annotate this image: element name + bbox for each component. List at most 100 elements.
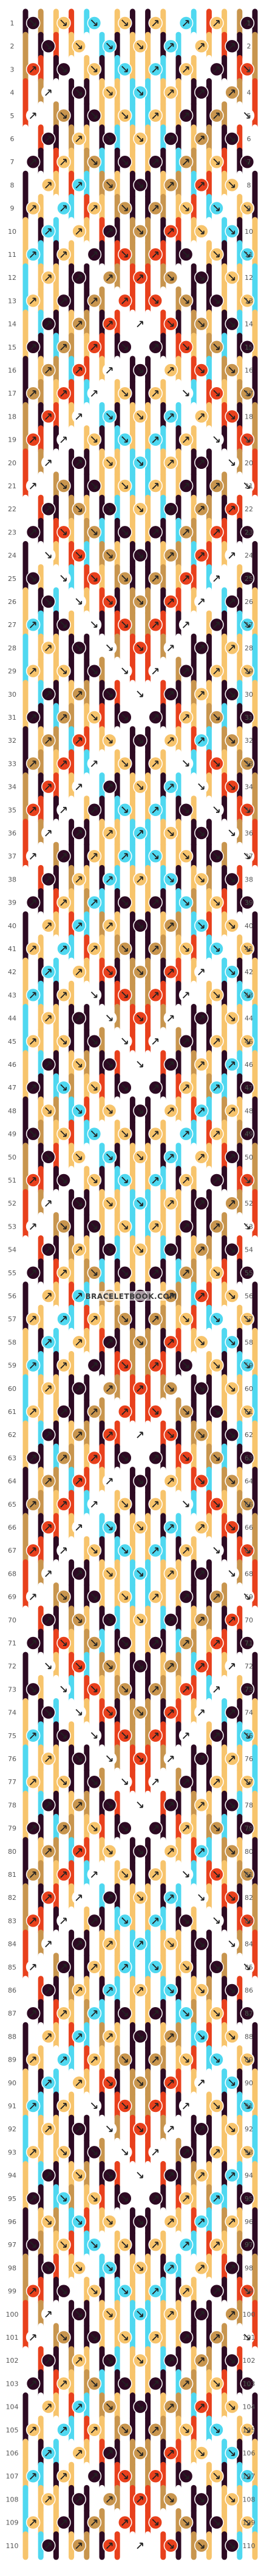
knot-arrow-icon [228, 599, 236, 605]
knot-arrow-icon [75, 1015, 83, 1022]
knot-arrow-icon [60, 1084, 67, 1091]
knot-arrow-icon [106, 1432, 113, 1438]
knot-arrow-icon [75, 459, 83, 466]
knot-arrow-icon [198, 1848, 205, 1855]
knot-arrow-icon [198, 459, 205, 466]
row-number: 33 [8, 760, 16, 768]
knot-arrow-icon [228, 2125, 236, 2133]
knot-arrow-icon [121, 621, 128, 628]
row-numbers-left: 1234567891011121314151617181920212223242… [6, 19, 19, 2550]
knot-arrow-icon [228, 1894, 236, 1901]
knot-arrow-icon [213, 575, 220, 582]
knot-arrow-icon [45, 1154, 52, 1160]
row-number: 63 [245, 1454, 253, 1462]
knot-arrow-icon [45, 830, 52, 837]
knot-arrow-icon [45, 1802, 52, 1809]
knot-arrow-icon [45, 645, 52, 652]
row-number: 73 [8, 1685, 16, 1693]
knot-arrow-icon [213, 529, 220, 536]
knot-arrow-icon [90, 1917, 98, 1925]
knot-arrow-icon [152, 1686, 159, 1693]
knot-arrow-icon [75, 830, 83, 837]
knot-arrow-icon [213, 991, 220, 998]
knot-arrow-icon [60, 1917, 67, 1925]
knot-arrow-icon [198, 922, 205, 929]
row-number: 86 [8, 1987, 16, 1994]
knot-arrow-icon [182, 1269, 189, 1276]
knot-arrow-icon [198, 1477, 205, 1484]
knot-arrow-icon [152, 1871, 159, 1878]
knot-arrow-icon [90, 158, 98, 165]
knot-arrow-icon [75, 783, 83, 791]
knot-arrow-icon [228, 645, 236, 652]
knot-arrow-icon [106, 598, 113, 605]
row-number: 68 [245, 1570, 253, 1578]
row-number: 103 [6, 2380, 19, 2388]
knot-arrow-icon [228, 875, 236, 883]
knot-arrow-icon [60, 1455, 67, 1462]
knot-arrow-icon [182, 2010, 189, 2017]
knot-arrow-icon [60, 19, 67, 26]
knot-arrow-icon [152, 1038, 159, 1045]
knot-arrow-icon [137, 1524, 143, 1530]
knot-arrow-icon [75, 2171, 83, 2179]
knot-arrow-icon [60, 899, 67, 906]
knot-arrow-icon [106, 88, 113, 96]
knot-arrow-icon [182, 529, 189, 536]
knot-arrow-icon [198, 43, 205, 50]
knot-arrow-icon [167, 922, 174, 929]
row-number: 42 [8, 968, 16, 976]
row-number: 84 [245, 1940, 253, 1948]
knot-arrow-icon [75, 1894, 83, 1901]
knot-arrow-icon [228, 2079, 236, 2086]
knot-arrow-icon [198, 1616, 205, 1624]
knot-arrow-icon [152, 714, 159, 721]
knot-arrow-icon [213, 1361, 220, 1369]
knot-arrow-icon [90, 205, 98, 212]
knot-arrow-icon [167, 182, 174, 189]
knot-arrow-icon [29, 1732, 36, 1739]
knot-arrow-icon [182, 575, 189, 582]
row-number: 72 [245, 1662, 253, 1670]
knot-arrow-icon [228, 1709, 236, 1716]
knot-arrow-icon [45, 1432, 52, 1438]
knot-arrow-icon [213, 714, 220, 720]
knot-arrow-icon [243, 2102, 251, 2109]
row-number: 14 [8, 320, 16, 328]
knot-arrow-icon [213, 483, 220, 490]
row-number: 5 [247, 112, 251, 120]
knot-arrow-icon [60, 528, 67, 536]
row-number: 56 [245, 1292, 253, 1300]
knot-arrow-icon [90, 1223, 98, 1230]
knot-arrow-icon [167, 1663, 174, 1670]
knot-arrow-icon [152, 390, 159, 397]
knot-arrow-icon [243, 991, 251, 998]
knot-arrow-icon [90, 1177, 98, 1183]
knot-arrow-icon [182, 1361, 189, 1369]
knot-grid [25, 16, 255, 2553]
row-number: 93 [8, 2148, 16, 2156]
knot-arrow-icon [90, 344, 98, 351]
knot-arrow-icon [75, 1432, 83, 1438]
knot-arrow-icon [90, 760, 98, 768]
knot-arrow-icon [121, 112, 128, 119]
knot-arrow-icon [75, 1662, 83, 1670]
row-number: 39 [8, 899, 16, 907]
knot-arrow-icon [167, 413, 174, 420]
knot-arrow-icon [90, 1409, 98, 1415]
knot-arrow-icon [137, 1200, 143, 1207]
knot-arrow-icon [106, 505, 113, 513]
knot-arrow-icon [228, 1431, 236, 1438]
row-number: 11 [245, 251, 253, 259]
knot-arrow-icon [167, 506, 174, 513]
knot-arrow-icon [90, 1732, 98, 1739]
knot-arrow-icon [75, 1848, 83, 1855]
knot-arrow-icon [167, 691, 174, 698]
knot-arrow-icon [60, 112, 67, 119]
row-number: 79 [8, 1825, 16, 1833]
knot-arrow-icon [198, 89, 205, 96]
knot-arrow-icon [106, 783, 113, 791]
knot-arrow-icon [106, 1894, 113, 1901]
knot-arrow-icon [60, 1825, 67, 1832]
knot-arrow-icon [167, 1061, 174, 1068]
